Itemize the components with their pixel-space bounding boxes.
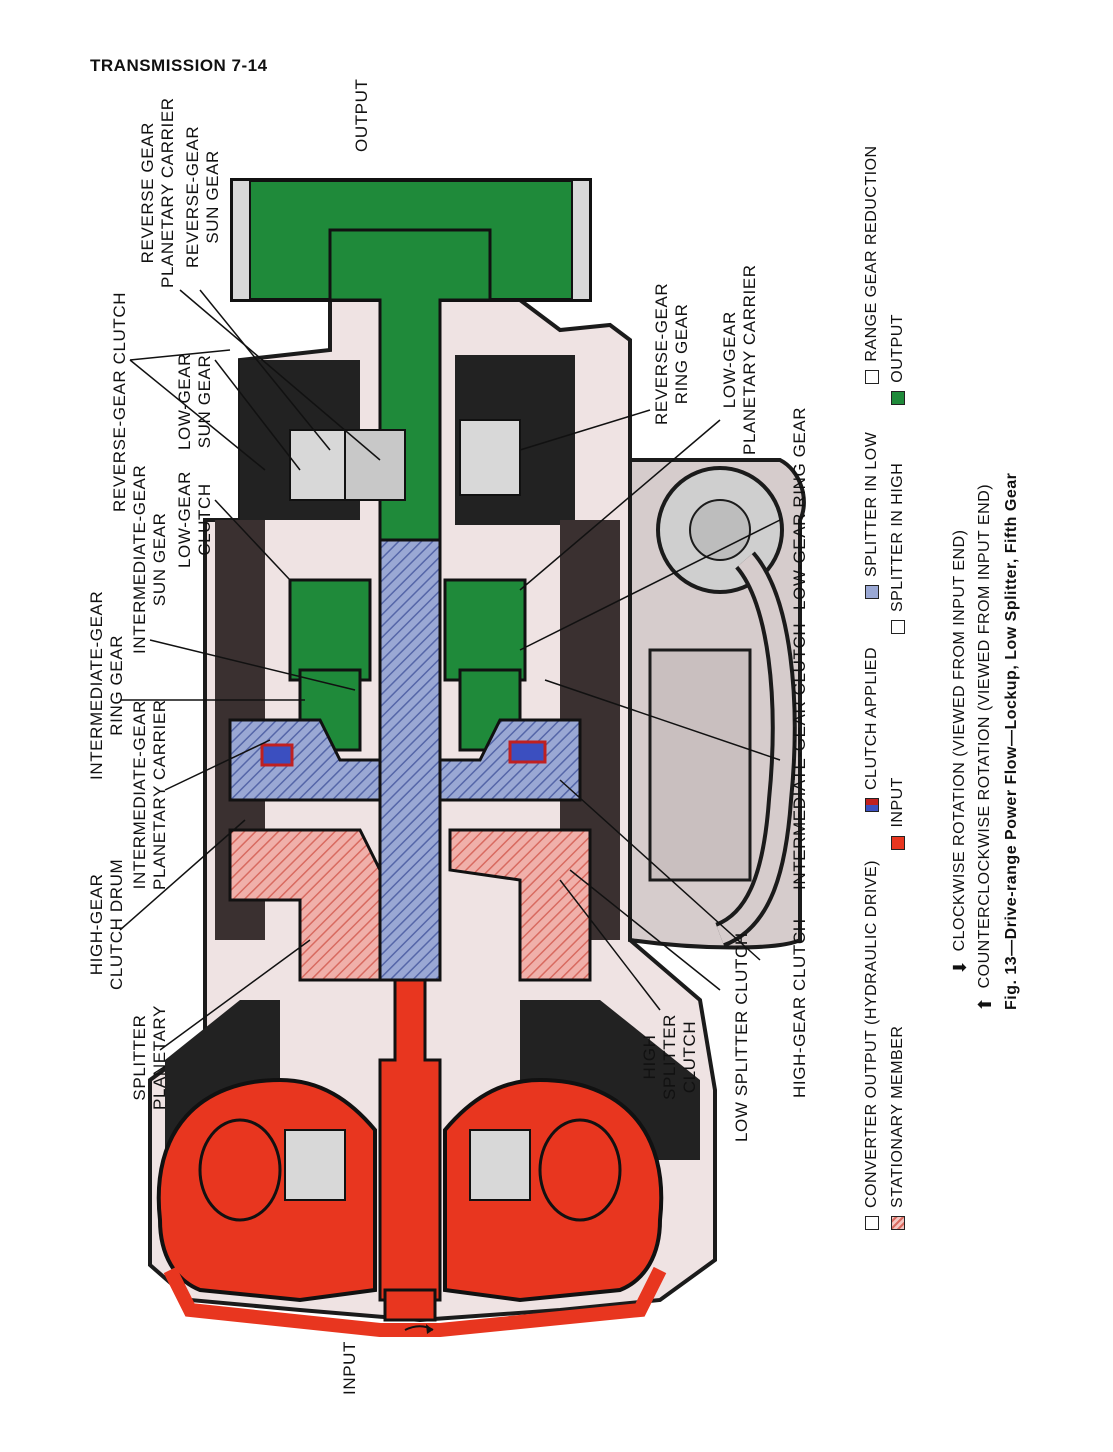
main-shaft bbox=[378, 538, 442, 982]
swatch-splitter-in-high bbox=[891, 620, 905, 635]
reverse-gear-right bbox=[459, 419, 521, 496]
retarder-dome-inner bbox=[689, 499, 751, 561]
high-gear-clutch-drum-right bbox=[448, 828, 592, 982]
label-intermediate-gear-planetary-carrier: INTERMEDIATE-GEAR PLANETARY CARRIER bbox=[130, 699, 169, 890]
output-flange-rim-right bbox=[571, 179, 591, 301]
converter-housing-front bbox=[163, 1266, 667, 1337]
label-reverse-gear-ring-gear: REVERSE-GEAR RING GEAR bbox=[652, 282, 691, 425]
converter-turbine-right bbox=[538, 1118, 622, 1222]
page-header: TRANSMISSION 7-14 bbox=[90, 56, 268, 75]
reverse-sun-gear bbox=[344, 429, 406, 501]
label-low-splitter-clutch: LOW SPLITTER CLUTCH bbox=[732, 932, 751, 1142]
label-splitter-planetary: SPLITTER PLANETARY bbox=[130, 1005, 169, 1110]
reverse-gear-left bbox=[289, 429, 351, 501]
legend-counterclockwise: COUNTERCLOCKWISE ROTATION (VIEWED FROM I… bbox=[976, 483, 993, 989]
input-hub bbox=[383, 1288, 437, 1322]
legend-range-gear-reduction: RANGE GEAR REDUCTION bbox=[862, 145, 882, 384]
clutch-applied-left bbox=[260, 743, 294, 767]
label-input: INPUT bbox=[340, 1341, 359, 1395]
input-rotation-arrowhead bbox=[426, 1324, 433, 1334]
legend-counterclockwise-row: ⬆ COUNTERCLOCKWISE ROTATION (VIEWED FROM … bbox=[975, 484, 995, 1012]
label-low-gear-clutch: LOW-GEAR CLUTCH bbox=[175, 470, 214, 568]
figure-caption: Fig. 13—Drive-range Power Flow—Lockup, L… bbox=[1003, 472, 1020, 1010]
low-gear-planetary-right bbox=[443, 578, 527, 682]
high-gear-clutch-drum bbox=[228, 828, 382, 982]
label-intermediate-gear-sun-gear: INTERMEDIATE-GEAR SUN GEAR bbox=[130, 464, 169, 654]
swatch-splitter-in-low bbox=[865, 584, 879, 599]
legend-stationary-member: STATIONARY MEMBER bbox=[888, 898, 908, 1230]
counterclockwise-arrow-icon: ⬆ bbox=[975, 996, 995, 1012]
label-high-gear-clutch-drum: HIGH-GEAR CLUTCH DRUM bbox=[87, 858, 126, 990]
cooler-pipe-inner bbox=[716, 554, 793, 944]
label-output: OUTPUT bbox=[352, 78, 371, 152]
retarder-block bbox=[648, 648, 752, 882]
converter-stator-right bbox=[469, 1129, 531, 1201]
legend-splitter-in-low: SPLITTER IN LOW bbox=[862, 432, 882, 599]
converter-turbine-left bbox=[198, 1118, 282, 1222]
label-intermediate-gear-clutch: INTERMEDIATE-GEAR CLUTCH bbox=[790, 622, 809, 890]
legend-input: INPUT bbox=[888, 682, 908, 850]
legend-splitter-in-high: SPLITTER IN HIGH bbox=[888, 453, 908, 635]
label-high-splitter-clutch: HIGH SPLITTER CLUTCH bbox=[640, 1013, 699, 1100]
swatch-clutch-applied bbox=[865, 798, 879, 812]
swatch-converter-output bbox=[865, 1216, 879, 1230]
legend-row-2: STATIONARY MEMBER INPUT SPLITTER IN HIGH… bbox=[888, 314, 908, 1230]
swatch-input bbox=[891, 835, 905, 850]
label-low-gear-sun-gear: LOW-GEAR SUN GEAR bbox=[175, 352, 214, 450]
input-shaft bbox=[378, 978, 442, 1302]
legend-clockwise-row: ⬇ CLOCKWISE ROTATION (VIEWED FROM INPUT E… bbox=[950, 530, 970, 976]
clutch-applied-right bbox=[508, 740, 547, 764]
swatch-range-gear-reduction bbox=[865, 369, 879, 384]
converter-stator-left bbox=[284, 1129, 346, 1201]
label-reverse-gear-planetary-carrier: REVERSE GEAR PLANETARY CARRIER bbox=[138, 97, 177, 288]
label-intermediate-gear-ring-gear: INTERMEDIATE-GEAR RING GEAR bbox=[87, 590, 126, 780]
label-reverse-gear-clutch: REVERSE-GEAR CLUTCH bbox=[110, 291, 129, 512]
label-low-gear-planetary-carrier: LOW-GEAR PLANETARY CARRIER bbox=[720, 264, 759, 455]
legend-output: OUTPUT bbox=[888, 314, 908, 405]
legend-row-1: CONVERTER OUTPUT (HYDRAULIC DRIVE) CLUTC… bbox=[862, 145, 882, 1230]
output-flange-rim-left bbox=[231, 179, 251, 301]
label-reverse-gear-sun-gear: REVERSE-GEAR SUN GEAR bbox=[183, 125, 222, 268]
clockwise-arrow-icon: ⬇ bbox=[950, 959, 970, 975]
legend-clockwise: CLOCKWISE ROTATION (VIEWED FROM INPUT EN… bbox=[951, 529, 968, 952]
legend-converter-output: CONVERTER OUTPUT (HYDRAULIC DRIVE) bbox=[862, 860, 882, 1230]
legend-clutch-applied: CLUTCH APPLIED bbox=[862, 647, 882, 812]
leader-lines bbox=[119, 289, 781, 1051]
label-high-gear-clutch: HIGH-GEAR CLUTCH bbox=[790, 918, 809, 1098]
swatch-output bbox=[891, 390, 905, 405]
swatch-stationary-member bbox=[891, 1216, 905, 1230]
low-gear-planetary-left bbox=[288, 578, 372, 682]
label-low-gear-ring-gear: LOW-GEAR RING GEAR bbox=[790, 406, 809, 610]
